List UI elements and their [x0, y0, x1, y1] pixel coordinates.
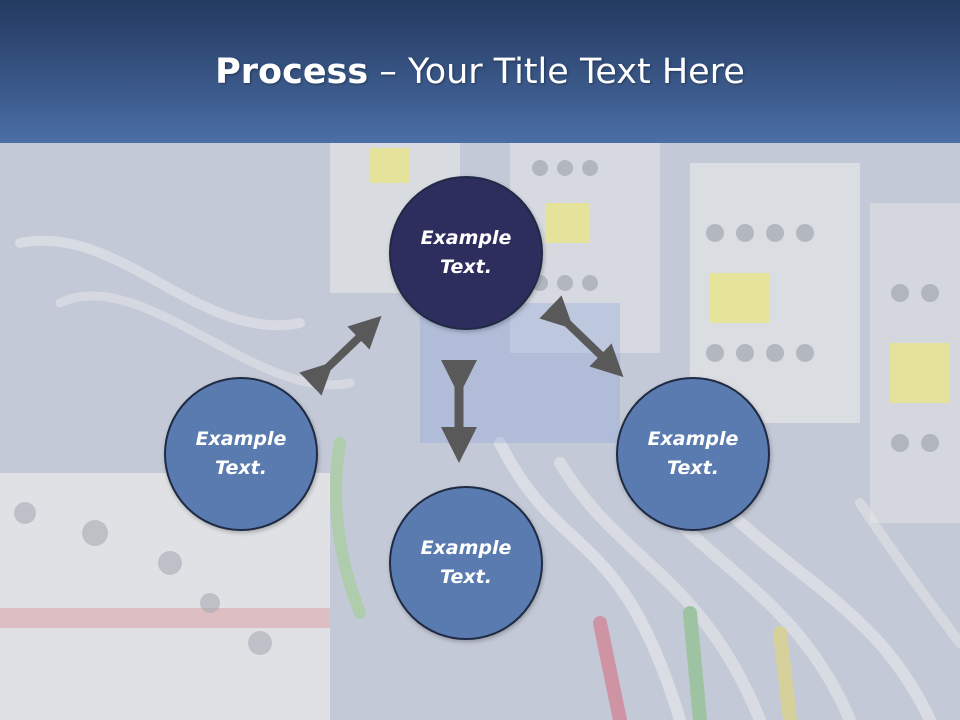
title-regular-part: – Your Title Text Here: [368, 52, 745, 92]
process-node-bottom[interactable]: Example Text.: [389, 486, 543, 640]
process-node-bottom-label: Example Text.: [420, 537, 512, 588]
title-bold-part: Process: [215, 52, 369, 92]
process-node-top[interactable]: Example Text.: [389, 176, 543, 330]
process-node-left-label: Example Text.: [195, 428, 287, 479]
process-node-top-label: Example Text.: [420, 227, 512, 278]
process-node-right[interactable]: Example Text.: [616, 377, 770, 531]
process-node-right-label: Example Text.: [647, 428, 739, 479]
process-node-left[interactable]: Example Text.: [164, 377, 318, 531]
slide-title: Process – Your Title Text Here: [0, 52, 960, 92]
title-banner: Process – Your Title Text Here: [0, 0, 960, 143]
